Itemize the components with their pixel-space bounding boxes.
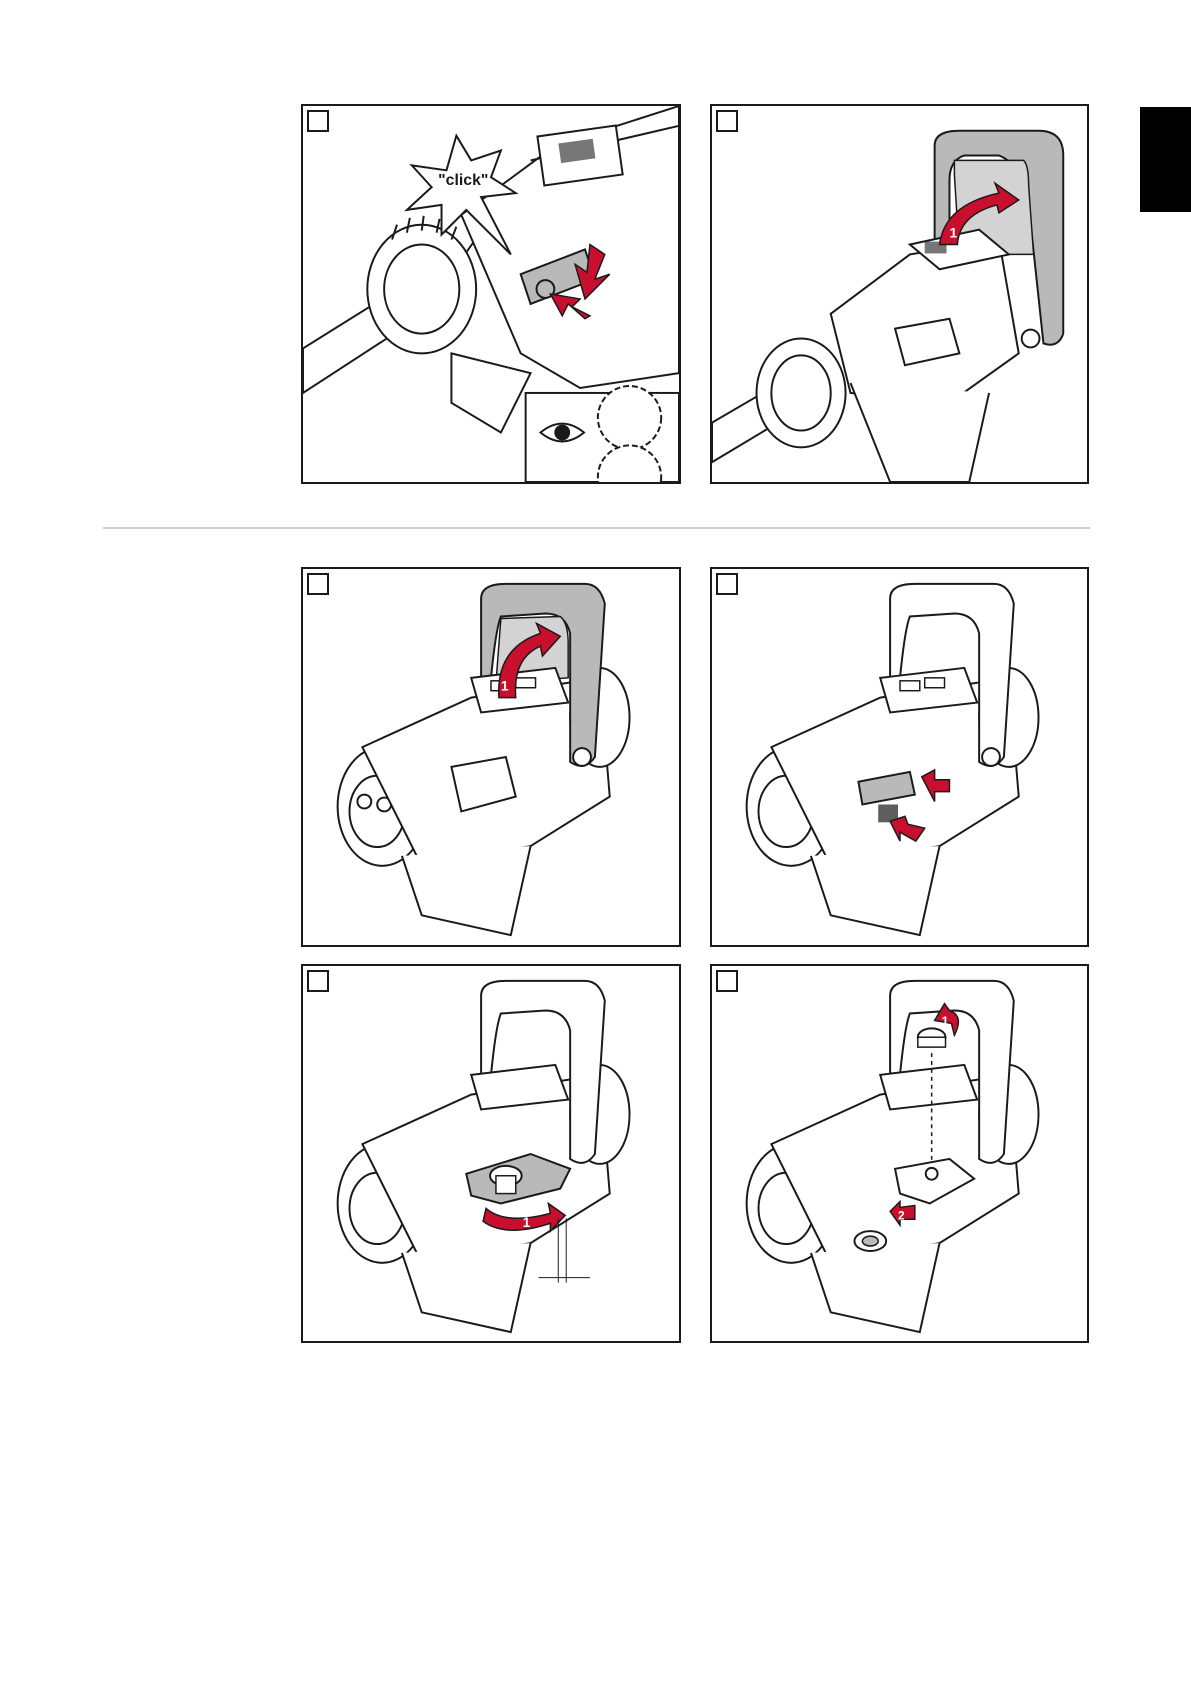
figure-panel-release-lever <box>710 567 1089 947</box>
click-label: "click" <box>438 172 488 189</box>
step-number-box <box>716 110 738 132</box>
step-number-box <box>307 970 329 992</box>
figure-panel-remove-nut: 1 2 <box>710 964 1089 1343</box>
section-divider <box>103 527 1090 529</box>
cover-arrow-step: 1 <box>949 225 957 241</box>
torch-open-cover-illustration: 1 <box>303 569 679 945</box>
torch-remove-illustration: 1 2 <box>712 966 1087 1341</box>
step-number-box <box>307 573 329 595</box>
torch-close-cover-illustration: 1 <box>712 106 1087 482</box>
torch-rotate-illustration: 1 <box>303 966 679 1341</box>
figure-panel-close-cover: 1 <box>710 104 1089 484</box>
remove-arrow-step-2: 2 <box>898 1208 905 1222</box>
figure-panel-click: "click" <box>301 104 681 484</box>
figure-panel-open-cover: 1 <box>301 567 681 947</box>
rotate-arrow-step: 1 <box>523 1214 531 1230</box>
torch-click-illustration: "click" <box>303 106 679 482</box>
step-number-box <box>716 573 738 595</box>
step-number-box <box>307 110 329 132</box>
torch-release-illustration <box>712 569 1087 945</box>
figure-panel-rotate-nut: 1 <box>301 964 681 1343</box>
open-arrow-step: 1 <box>501 678 509 694</box>
remove-arrow-step-1: 1 <box>942 1013 949 1028</box>
step-number-box <box>716 970 738 992</box>
section-tab-marker <box>1140 107 1191 212</box>
